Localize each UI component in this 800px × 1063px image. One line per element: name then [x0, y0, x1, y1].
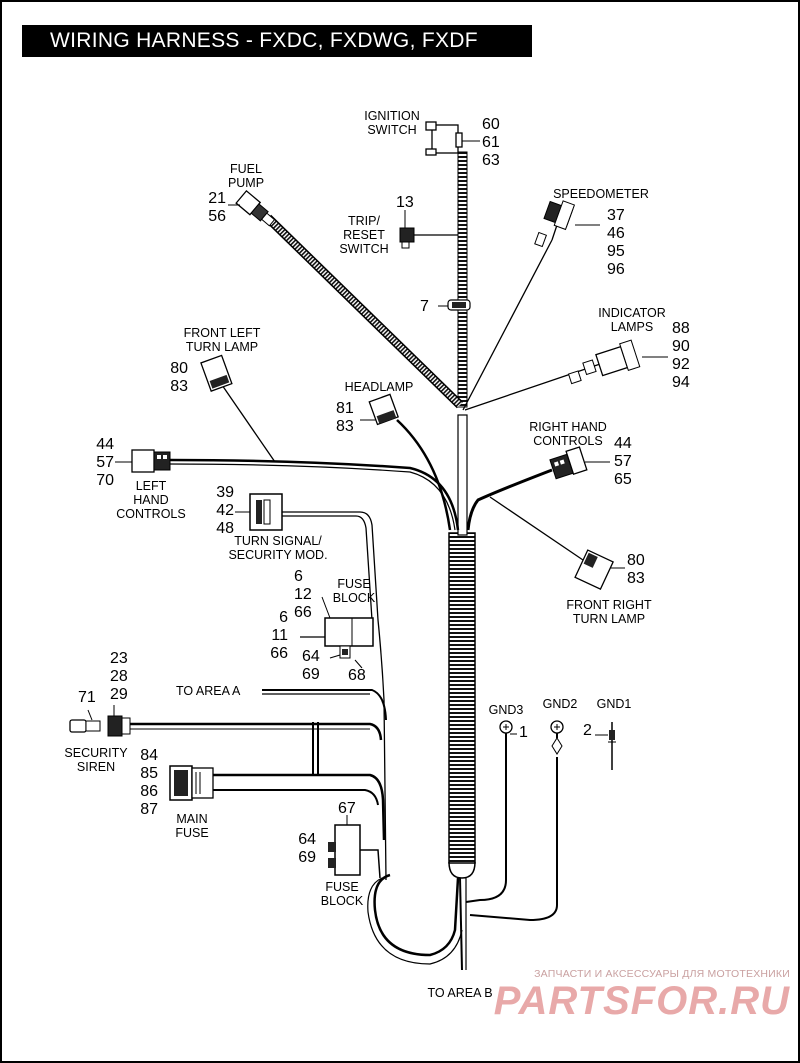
- ignition-switch-connector[interactable]: [425, 121, 463, 156]
- main-fuse-connector[interactable]: [169, 765, 214, 801]
- indicator-lamps-refs: 88 90 92 94: [672, 320, 690, 391]
- fuel-pump-label: FUEL PUMP: [227, 162, 265, 190]
- gnd3-label: GND3: [488, 703, 524, 717]
- indicator-lamps-label: INDICATOR LAMPS: [598, 306, 666, 334]
- left-hand-controls-refs: 44 57 70: [96, 436, 114, 489]
- gnd3-terminal[interactable]: [499, 720, 517, 740]
- branch-wires: [130, 224, 607, 971]
- front-left-turn-lamp-connector[interactable]: [200, 354, 233, 392]
- turn-signal-module-label: TURN SIGNAL/ SECURITY MOD.: [228, 534, 328, 562]
- gnd1-label: GND1: [596, 697, 632, 711]
- trip-reset-switch-connector[interactable]: [399, 210, 415, 249]
- to-area-a-label: TO AREA A: [176, 684, 241, 698]
- fuse-block-lower[interactable]: [328, 815, 361, 876]
- headlamp-refs: 81 83: [336, 400, 354, 435]
- trip-reset-switch-refs: 13: [396, 194, 414, 211]
- security-siren-refs-top: 23 28 29: [110, 650, 128, 703]
- gnd2-ref: 2: [583, 722, 592, 739]
- to-area-b-label: TO AREA B: [427, 986, 493, 1000]
- front-right-turn-lamp-refs: 80 83: [627, 552, 645, 587]
- speedometer-label: SPEEDOMETER: [553, 187, 649, 201]
- fuse-block-upper-label: FUSE BLOCK: [332, 577, 376, 605]
- security-siren-label: SECURITY SIREN: [64, 746, 128, 774]
- front-left-turn-lamp-label: FRONT LEFT TURN LAMP: [183, 326, 261, 354]
- main-fuse-refs: 84 85 86 87: [140, 747, 158, 818]
- turn-signal-module-refs: 39 42 48: [216, 484, 234, 537]
- clip-7[interactable]: [438, 299, 471, 311]
- security-siren-ref-left: 71: [78, 689, 96, 706]
- left-hand-controls-label: LEFT HAND CONTROLS: [116, 479, 186, 521]
- diagram-title: WIRING HARNESS - FXDC, FXDWG, FXDF: [22, 25, 532, 57]
- gnd2-label: GND2: [542, 697, 578, 711]
- trip-reset-switch-label: TRIP/ RESET SWITCH: [339, 214, 389, 256]
- fuse-block-lower-refs-left: 64 69: [298, 831, 316, 866]
- fuel-pump-refs: 21 56: [208, 190, 226, 225]
- fuse-block-upper[interactable]: [321, 596, 374, 669]
- fuel-pump-connector[interactable]: [235, 189, 277, 229]
- fuse-block-lower-label: FUSE BLOCK: [320, 880, 364, 908]
- security-siren-connector[interactable]: [69, 705, 131, 737]
- watermark-logo: PARTSFOR.RU: [493, 979, 790, 1023]
- indicator-lamps-connector[interactable]: [565, 339, 641, 388]
- speedometer-refs: 37 46 95 96: [607, 207, 625, 278]
- front-right-turn-lamp-connector[interactable]: [574, 549, 614, 590]
- main-harness-trunk: [448, 414, 476, 879]
- turn-signal-module-connector[interactable]: [235, 493, 283, 531]
- watermark-subtitle: ЗАПЧАСТИ И АКСЕССУАРЫ ДЛЯ МОТОТЕХНИКИ: [534, 968, 790, 980]
- gnd1-terminal[interactable]: [595, 722, 616, 770]
- right-hand-controls-refs: 44 57 65: [614, 435, 632, 488]
- left-hand-controls-connector[interactable]: [115, 449, 171, 473]
- fuse-block-upper-refs-top: 6 12 66: [294, 568, 312, 621]
- main-fuse-label: MAIN FUSE: [175, 812, 209, 840]
- gnd2-terminal[interactable]: [550, 720, 564, 755]
- ignition-switch-label: IGNITION SWITCH: [364, 109, 420, 137]
- clip-refs: 7: [420, 298, 429, 315]
- ignition-switch-refs: 60 61 63: [482, 116, 500, 169]
- right-hand-controls-connector[interactable]: [549, 446, 588, 480]
- watermark: ЗАПЧАСТИ И АКСЕССУАРЫ ДЛЯ МОТОТЕХНИКИ PA…: [490, 968, 790, 1022]
- ignition-switch-wire: [457, 151, 468, 408]
- right-hand-controls-label: RIGHT HAND CONTROLS: [529, 420, 607, 448]
- gnd3-ref: 1: [519, 724, 528, 741]
- front-left-turn-lamp-refs: 80 83: [170, 360, 188, 395]
- fuse-block-upper-refs-left: 6 11 66: [270, 609, 288, 662]
- headlamp-connector[interactable]: [368, 393, 399, 426]
- headlamp-label: HEADLAMP: [344, 380, 414, 394]
- front-right-turn-lamp-label: FRONT RIGHT TURN LAMP: [566, 598, 652, 626]
- fuel-pump-wire: [264, 214, 464, 409]
- fuse-block-upper-ref-right: 68: [348, 667, 366, 684]
- fuse-block-lower-ref-top: 67: [338, 800, 356, 817]
- fuse-block-upper-refs-bottom: 64 69: [302, 648, 320, 683]
- speedometer-connector[interactable]: [534, 197, 576, 252]
